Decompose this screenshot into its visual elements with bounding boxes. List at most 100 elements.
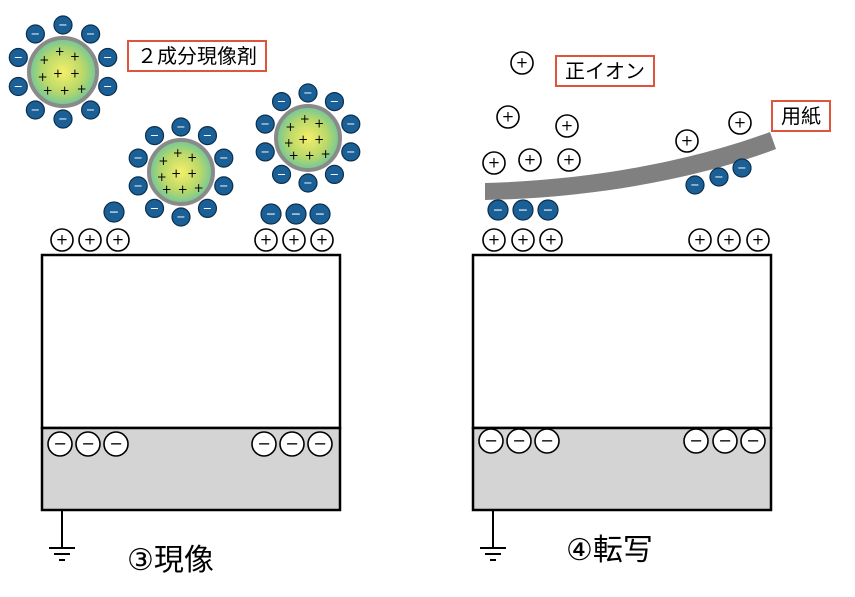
minus-sign: − [540, 431, 554, 450]
toner-particle: − [25, 100, 45, 120]
toner-particle: − [81, 24, 101, 44]
positive-ion-ring [688, 228, 712, 252]
toner-particle: − [81, 100, 101, 120]
minus-sign: − [53, 434, 67, 453]
plus-sign: + [288, 231, 300, 249]
toner-particle: − [144, 198, 165, 219]
toner-body [53, 15, 73, 35]
toner-particle: − [685, 175, 705, 195]
plus-sign: + [524, 151, 536, 169]
positive-ion-ring [518, 148, 542, 172]
carrier-core [147, 138, 215, 206]
toner-minus-sign: − [103, 51, 112, 64]
toner-minus-sign: − [14, 80, 23, 93]
toner-minus-sign: − [203, 129, 212, 142]
surface-positive-ion: + [511, 228, 535, 252]
toner-minus-sign: − [315, 206, 325, 221]
toner-body [171, 207, 191, 227]
minus-sign: − [81, 434, 95, 453]
toner-body [255, 114, 275, 134]
positive-ion-ring [254, 228, 278, 252]
substrate-negative-ion: − [251, 431, 277, 457]
toner-body [271, 91, 292, 112]
substrate-negative-ion: − [478, 428, 504, 454]
toner-particle: − [255, 142, 275, 162]
toner-body [709, 167, 729, 187]
carrier-plus-sign: + [194, 181, 204, 195]
ground-icon [480, 510, 506, 561]
toner-minus-sign: − [260, 145, 269, 158]
positive-ion-ring [310, 228, 334, 252]
substrate-negative-ion: − [103, 431, 129, 457]
plus-sign: + [488, 231, 500, 249]
negative-ion-ring [47, 431, 73, 457]
surface-positive-ion: + [310, 228, 334, 252]
toner-minus-sign: − [176, 210, 185, 223]
surface-positive-ion: + [688, 228, 712, 252]
substrate-negative-ion: − [75, 431, 101, 457]
carrier-particle: +++++++++−−−−−−−−−− [128, 117, 234, 227]
minus-sign: − [484, 431, 498, 450]
minus-sign: − [257, 434, 271, 453]
carrier-plus-sign: + [321, 147, 331, 161]
negative-ion-ring [740, 428, 766, 454]
surface-positive-ion: + [539, 228, 563, 252]
toner-particle: − [537, 199, 559, 221]
surface-positive-ion: + [106, 228, 130, 252]
plus-sign: + [563, 151, 575, 169]
toner-minus-sign: − [277, 95, 286, 108]
substrate-negative-ion: − [47, 431, 73, 457]
plus-sign: + [56, 231, 68, 249]
surface-positive-ion: + [254, 228, 278, 252]
toner-minus-sign: − [219, 179, 228, 192]
positive-ion-ring [106, 228, 130, 252]
positive-ion-ring [282, 228, 306, 252]
substrate-negative-ion: − [506, 428, 532, 454]
carrier-plus-sign: + [171, 167, 181, 181]
plus-sign: + [517, 231, 529, 249]
surface-positive-ion: + [78, 228, 102, 252]
toner-minus-sign: − [690, 178, 699, 191]
positive-ion-ring [511, 228, 535, 252]
carrier-plus-sign: + [187, 151, 197, 165]
carrier-plus-sign: + [178, 183, 188, 197]
toner-particle: − [732, 158, 752, 178]
substrate-negative-ion: − [307, 431, 333, 457]
carrier-plus-sign: + [43, 84, 53, 98]
toner-minus-sign: − [219, 152, 228, 165]
toner-minus-sign: − [150, 129, 159, 142]
toner-minus-sign: − [86, 103, 95, 116]
carrier-plus-sign: + [289, 149, 299, 163]
toner-body [25, 100, 45, 120]
plus-sign: + [545, 231, 557, 249]
free-positive-ion: + [496, 105, 520, 129]
toner-minus-sign: − [518, 202, 528, 217]
toner-body [214, 176, 234, 196]
toner-minus-sign: − [543, 202, 553, 217]
negative-ion-ring [683, 428, 709, 454]
toner-body [8, 76, 28, 97]
free-positive-ion: + [482, 151, 506, 175]
toner-particle: − [128, 148, 148, 168]
positive-ion-ring [717, 228, 741, 252]
toner-minus-sign: − [714, 170, 723, 183]
negative-ion-ring [279, 431, 305, 457]
toner-particle: − [214, 176, 234, 196]
free-positive-ion: + [557, 148, 581, 172]
toner-body [144, 198, 165, 219]
negative-ion-ring [251, 431, 277, 457]
toner-body [128, 176, 148, 196]
toner-minus-sign: − [58, 112, 67, 125]
free-positive-ion: + [675, 129, 699, 153]
positive-ion-ring [675, 129, 699, 153]
toner-minus-sign: − [31, 103, 40, 116]
substrate-negative-ion: − [534, 428, 560, 454]
plus-sign: + [502, 108, 514, 126]
toner-minus-sign: − [109, 204, 119, 219]
plus-sign: + [316, 231, 328, 249]
toner-body [197, 125, 218, 146]
toner-particle: − [709, 167, 729, 187]
toner-minus-sign: − [31, 27, 40, 40]
